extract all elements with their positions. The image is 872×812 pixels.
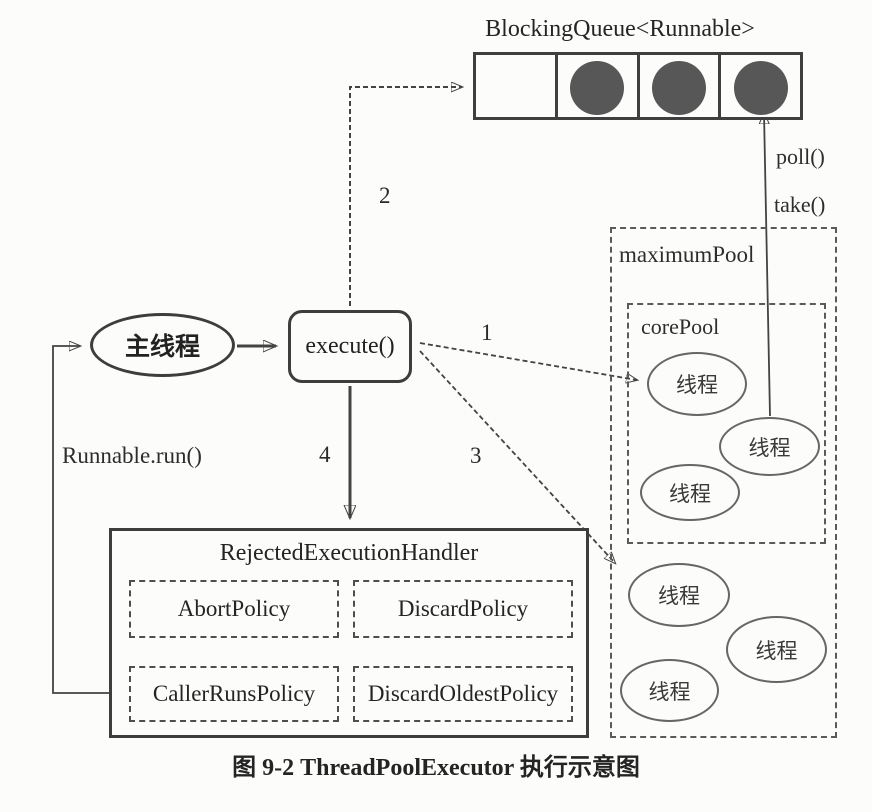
core-thread: 线程 — [719, 417, 820, 476]
maximum-pool-box — [610, 227, 837, 738]
core-thread: 线程 — [640, 464, 740, 521]
step-number-1: 1 — [481, 320, 493, 345]
figure-caption: 图 9-2 ThreadPoolExecutor 执行示意图 — [232, 755, 640, 781]
poll-label: poll() — [776, 144, 825, 169]
queue-cell-task — [554, 55, 637, 117]
runnable-run-label: Runnable.run() — [62, 443, 202, 468]
discard-oldest-policy-box: DiscardOldestPolicy — [353, 666, 573, 722]
queue-cell-task — [718, 55, 800, 117]
step-number-3: 3 — [470, 443, 482, 468]
discard-policy-box: DiscardPolicy — [353, 580, 573, 638]
execute-box: execute() — [288, 310, 412, 383]
rejected-execution-handler-title: RejectedExecutionHandler — [219, 540, 479, 566]
max-pool-thread: 线程 — [726, 616, 827, 683]
maximum-pool-label: maximumPool — [619, 242, 755, 267]
core-pool-box — [627, 303, 826, 544]
take-label: take() — [774, 192, 826, 217]
arrow-step2-to-queue — [349, 87, 462, 306]
step-number-4: 4 — [319, 442, 331, 467]
core-thread: 线程 — [647, 352, 747, 416]
blocking-queue-title: BlockingQueue<Runnable> — [485, 16, 755, 42]
max-pool-thread: 线程 — [628, 563, 730, 627]
caller-runs-policy-box: CallerRunsPolicy — [129, 666, 339, 722]
abort-policy-box: AbortPolicy — [129, 580, 339, 638]
max-pool-thread: 线程 — [620, 659, 719, 722]
core-pool-label: corePool — [641, 314, 720, 339]
queue-cell-empty — [476, 55, 555, 117]
step-number-2: 2 — [379, 183, 391, 208]
queue-cell-task — [636, 55, 719, 117]
arrow-step1-to-corepool — [419, 342, 637, 380]
blocking-queue — [473, 52, 803, 120]
main-thread-ellipse: 主线程 — [90, 313, 235, 377]
